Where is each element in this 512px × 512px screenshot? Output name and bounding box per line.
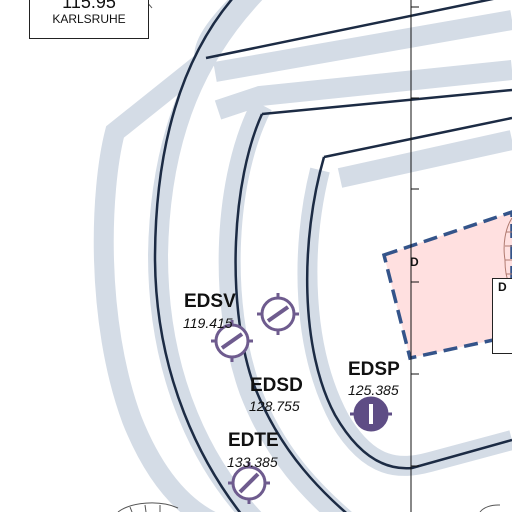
vor-frequency: 115.95 xyxy=(62,0,116,12)
vor-info-box[interactable]: 115.95 KARLSRUHE xyxy=(29,0,149,39)
restricted-area-info-box[interactable]: D xyxy=(492,278,512,354)
airfield-symbol-edsv[interactable] xyxy=(211,320,253,362)
airfield-frequency-edsd: 128.755 xyxy=(249,398,300,414)
airfield-ident-edsp: EDSP xyxy=(348,359,400,380)
airspace-boundary-line-1 xyxy=(153,0,242,512)
meridian-line xyxy=(410,0,419,512)
airfield-ident-edsv: EDSV xyxy=(184,291,236,312)
airfield-frequency-edte: 133.385 xyxy=(227,454,278,470)
airfield-symbol-edsp[interactable] xyxy=(350,396,392,432)
airspace-boundary-line-top xyxy=(205,0,494,60)
restricted-area-class-letter: D xyxy=(410,255,419,269)
vor-name: KARLSRUHE xyxy=(52,12,126,26)
airfield-symbol-edte[interactable] xyxy=(228,462,270,504)
airfield-ident-edte: EDTE xyxy=(228,430,279,451)
airfield-symbol-edsv-east[interactable] xyxy=(257,293,299,335)
restricted-area xyxy=(381,210,512,361)
airspace-boundary-line-3 xyxy=(305,156,512,470)
airfield-ident-edsd: EDSD xyxy=(250,375,303,396)
airfield-frequency-edsv: 119.415 xyxy=(183,315,233,331)
airspace-band-top xyxy=(213,10,512,82)
restricted-area-box-letter: D xyxy=(498,280,507,294)
airspace-band-top-2 xyxy=(214,60,512,120)
compass-rose-bottom xyxy=(117,502,501,512)
airspace-boundary-line-2 xyxy=(234,113,347,512)
airfield-frequency-edsp: 125.385 xyxy=(348,382,399,398)
airspace-ring-3 xyxy=(297,116,512,476)
airspace-ring-1 xyxy=(147,0,263,512)
airspace-ring-2 xyxy=(218,88,512,512)
compass-rose-top xyxy=(142,0,153,9)
